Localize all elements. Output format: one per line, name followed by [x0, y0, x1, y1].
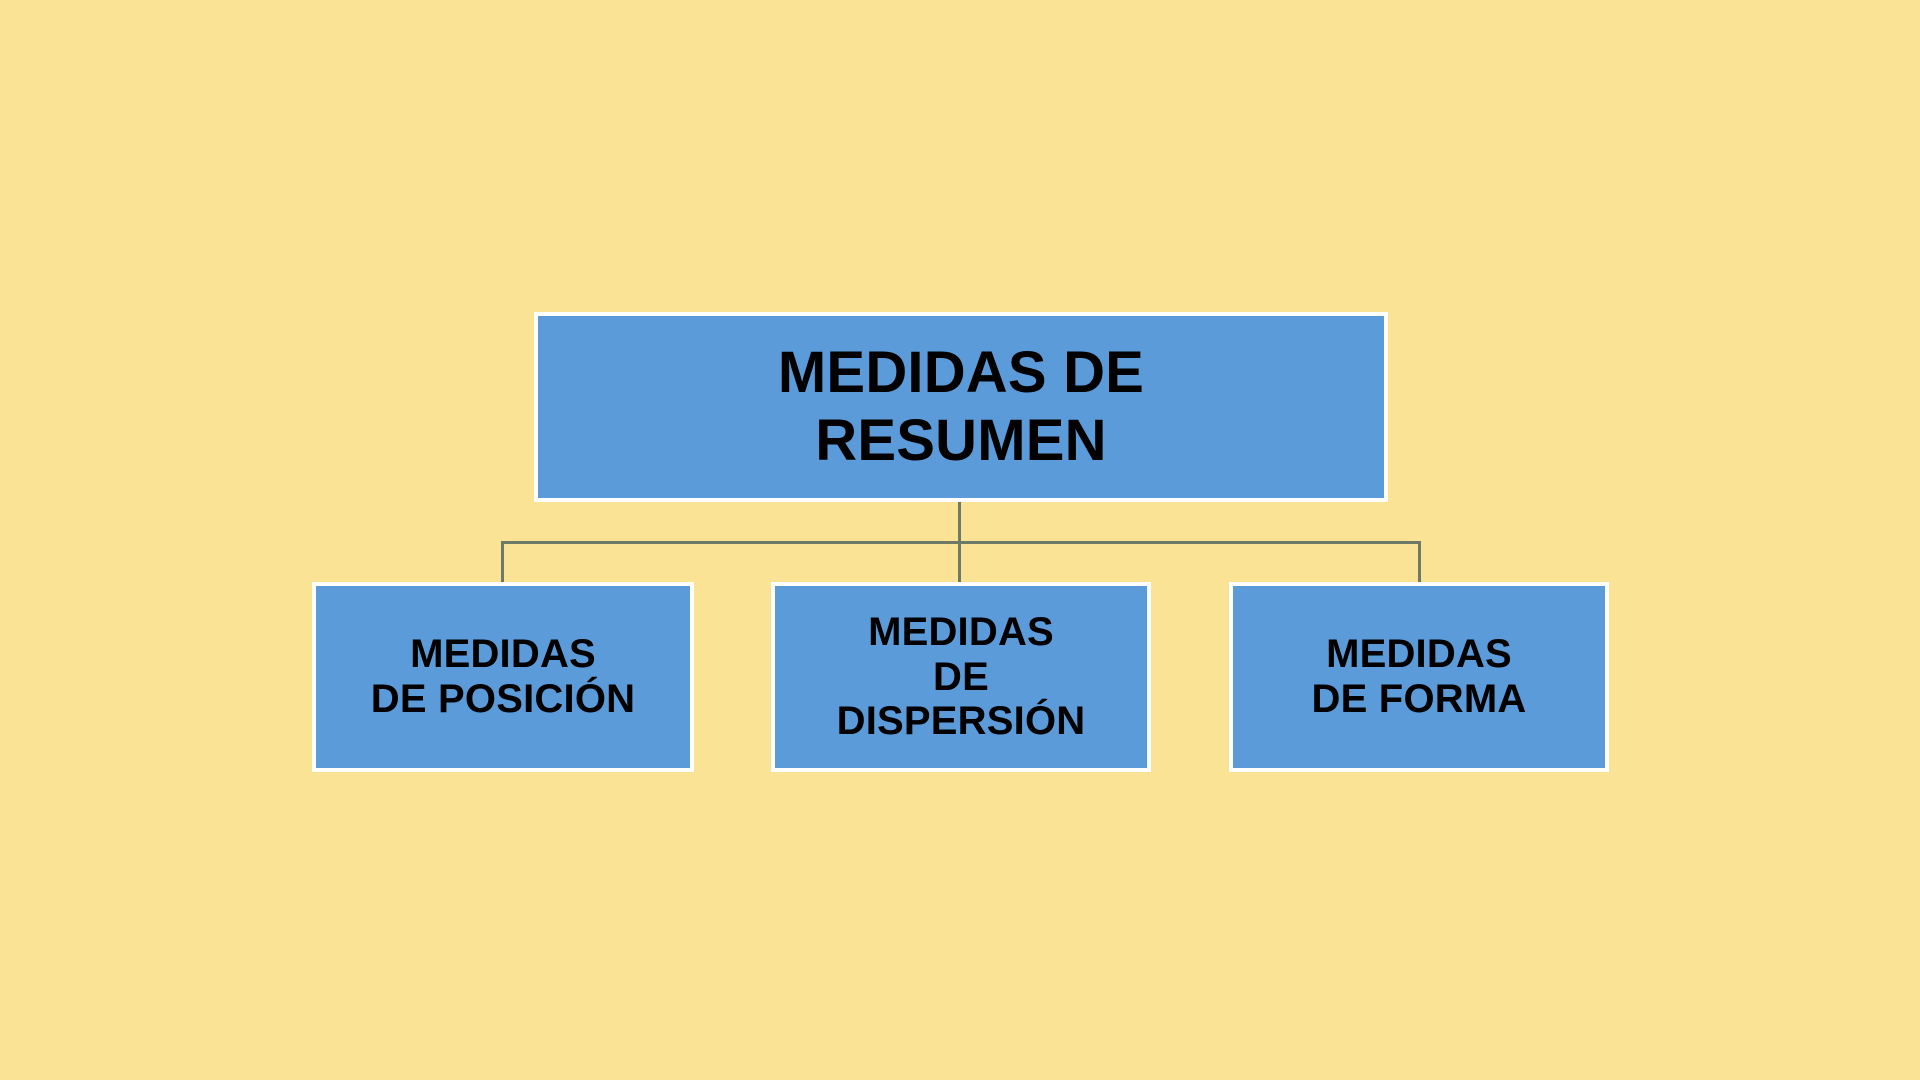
node-medidas-de-forma[interactable]: MEDIDAS DE FORMA: [1229, 582, 1609, 772]
node-label-medidas-de-dispersion: MEDIDAS DE DISPERSIÓN: [836, 609, 1086, 744]
connector-root-stem: [958, 500, 961, 546]
connector-drop-medidas-de-forma: [1418, 541, 1421, 584]
node-medidas-de-resumen[interactable]: MEDIDAS DE RESUMEN: [534, 312, 1388, 502]
connector-drop-medidas-de-posicion: [501, 541, 504, 584]
node-label-medidas-de-forma: MEDIDAS DE FORMA: [1311, 632, 1527, 721]
node-label-medidas-de-posicion: MEDIDAS DE POSICIÓN: [370, 632, 636, 721]
connector-drop-medidas-de-dispersion: [958, 541, 961, 584]
node-label-medidas-de-resumen: MEDIDAS DE RESUMEN: [777, 339, 1145, 473]
connector-horizontal-bus: [501, 541, 1421, 544]
node-medidas-de-dispersion[interactable]: MEDIDAS DE DISPERSIÓN: [771, 582, 1151, 772]
node-medidas-de-posicion[interactable]: MEDIDAS DE POSICIÓN: [312, 582, 694, 772]
